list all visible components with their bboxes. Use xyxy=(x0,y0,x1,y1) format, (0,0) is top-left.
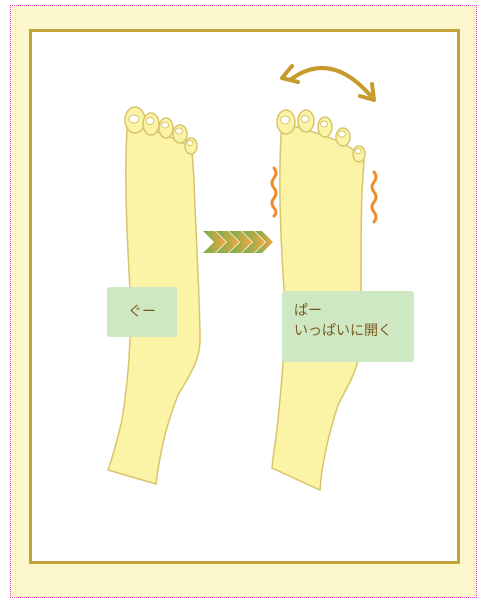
label-gu: ぐー xyxy=(107,287,177,337)
curved-double-arrow-icon xyxy=(282,66,374,100)
chevron-arrow-icon xyxy=(203,231,273,253)
label-pa-title: ぱー xyxy=(294,301,414,321)
motion-squiggle-icon xyxy=(372,172,376,222)
motion-squiggle-icon xyxy=(272,168,276,216)
label-pa-description: いっぱいに開く xyxy=(294,321,414,341)
label-gu-text: ぐー xyxy=(128,302,156,322)
label-pa: ぱー いっぱいに開く xyxy=(282,291,414,362)
